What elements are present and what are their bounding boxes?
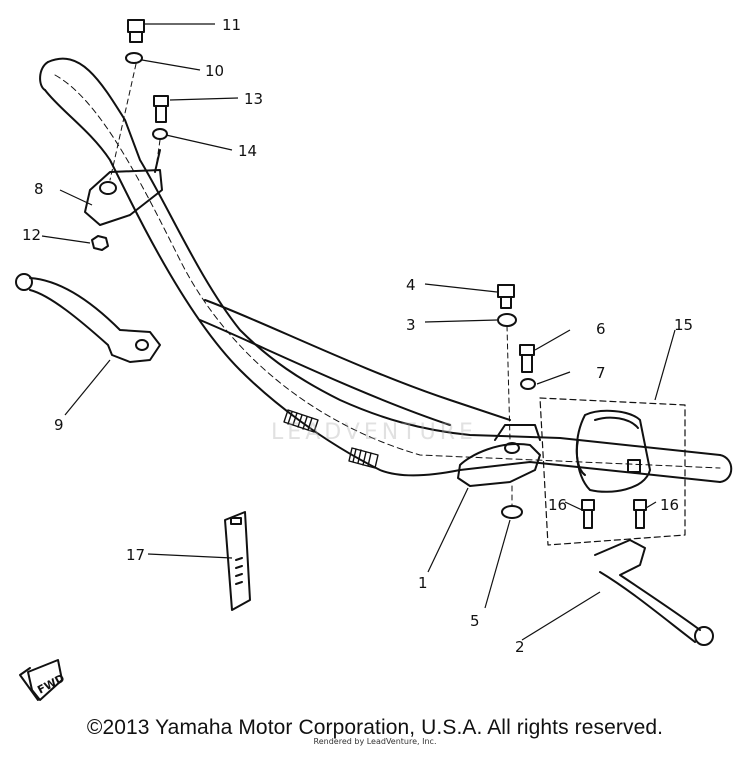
fwd-arrow-icon: [19, 659, 63, 701]
callout-4: 4: [406, 276, 416, 294]
right-lever-2: [594, 539, 714, 646]
callout-3: 3: [406, 316, 416, 334]
copyright-notice: ©2013 Yamaha Motor Corporation, U.S.A. A…: [86, 716, 664, 739]
fwd-label: FWD: [35, 672, 67, 697]
callout-12: 12: [22, 226, 41, 244]
bolt-13: [153, 95, 169, 123]
callout-10: 10: [205, 62, 224, 80]
rendered-by-note: Rendered by LeadVenture, Inc.: [313, 737, 437, 746]
callout-9: 9: [54, 416, 64, 434]
knurl-right: [348, 447, 379, 469]
bolt-6: [519, 344, 535, 373]
screw-16-right: [633, 499, 647, 529]
nut-5: [501, 505, 523, 519]
left-lever-9: [15, 273, 161, 363]
leader-lines: [41, 23, 676, 641]
callout-14: 14: [238, 142, 257, 160]
callout-1: 1: [418, 574, 428, 592]
throttle-assembly-box-15: [539, 397, 686, 546]
cable-band-17: [224, 511, 251, 611]
callout-7: 7: [596, 364, 606, 382]
nut-12: [91, 235, 109, 251]
callout-5: 5: [470, 612, 480, 630]
bolt-4: [497, 284, 515, 309]
washer-3: [497, 313, 517, 327]
callout-2: 2: [515, 638, 525, 656]
callout-13: 13: [244, 90, 263, 108]
throttle-housing: [575, 409, 651, 493]
callout-labels: 11 10 13 14 8 12 9 4 3 6 7 15 16 16 1 5 …: [22, 16, 693, 697]
callout-15: 15: [674, 316, 693, 334]
callout-8: 8: [34, 180, 44, 198]
callout-11: 11: [222, 16, 241, 34]
callout-17: 17: [126, 546, 145, 564]
knurl-left: [283, 409, 319, 433]
washer-10: [125, 52, 143, 64]
screw-16-left: [581, 499, 595, 529]
callout-16-left: 16: [548, 496, 567, 514]
handlebar: [39, 57, 733, 483]
washer-7: [520, 378, 536, 390]
washer-14: [152, 128, 168, 140]
holder-1: [457, 424, 541, 487]
bolt-11: [127, 19, 145, 43]
callout-16-right: 16: [660, 496, 679, 514]
callout-6: 6: [596, 320, 606, 338]
